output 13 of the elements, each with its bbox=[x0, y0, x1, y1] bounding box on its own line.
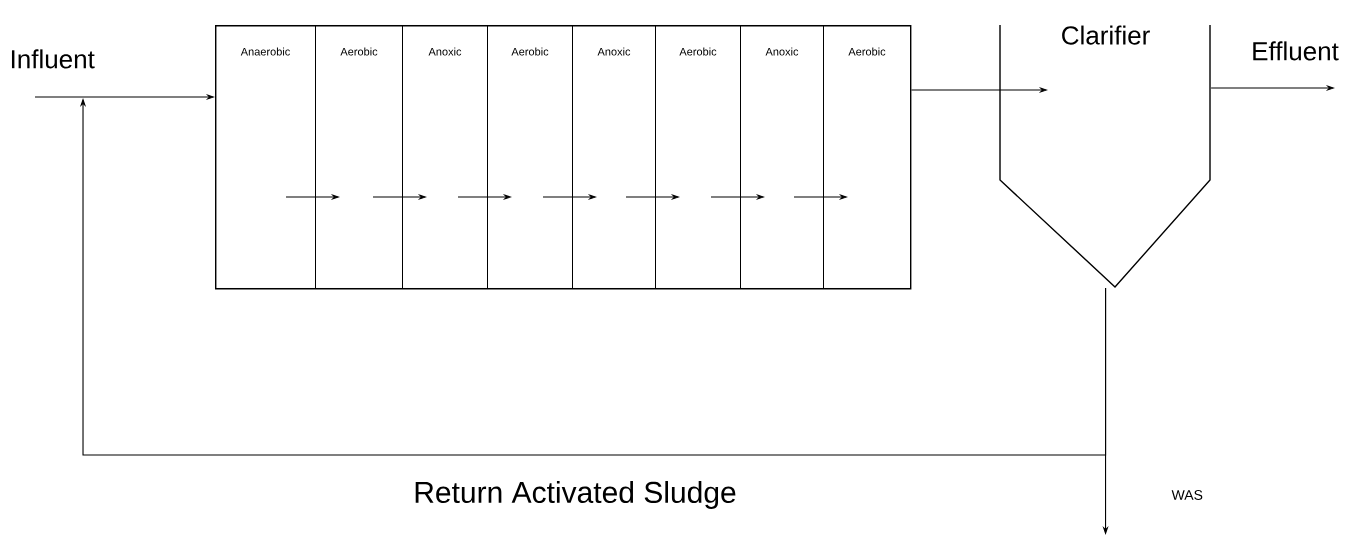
zone-cell: Aerobic bbox=[487, 25, 573, 289]
edge-label: Effluent bbox=[1250, 40, 1340, 62]
zone-cell: Aerobic bbox=[823, 25, 911, 289]
zone-cell: Aerobic bbox=[655, 25, 741, 289]
edge-label: Influent bbox=[8, 48, 96, 70]
zone-cell: Anoxic bbox=[572, 25, 656, 289]
clarifier-tank: Clarifier bbox=[999, 24, 1211, 288]
edge-label: Return Activated Sludge bbox=[412, 480, 738, 510]
edge-label: WAS bbox=[1170, 489, 1204, 501]
zone-cell: Anaerobic bbox=[215, 25, 316, 289]
zone-cell: Aerobic bbox=[315, 25, 403, 289]
zone-cell: Anoxic bbox=[740, 25, 824, 289]
zone-cell: Anoxic bbox=[402, 25, 488, 289]
